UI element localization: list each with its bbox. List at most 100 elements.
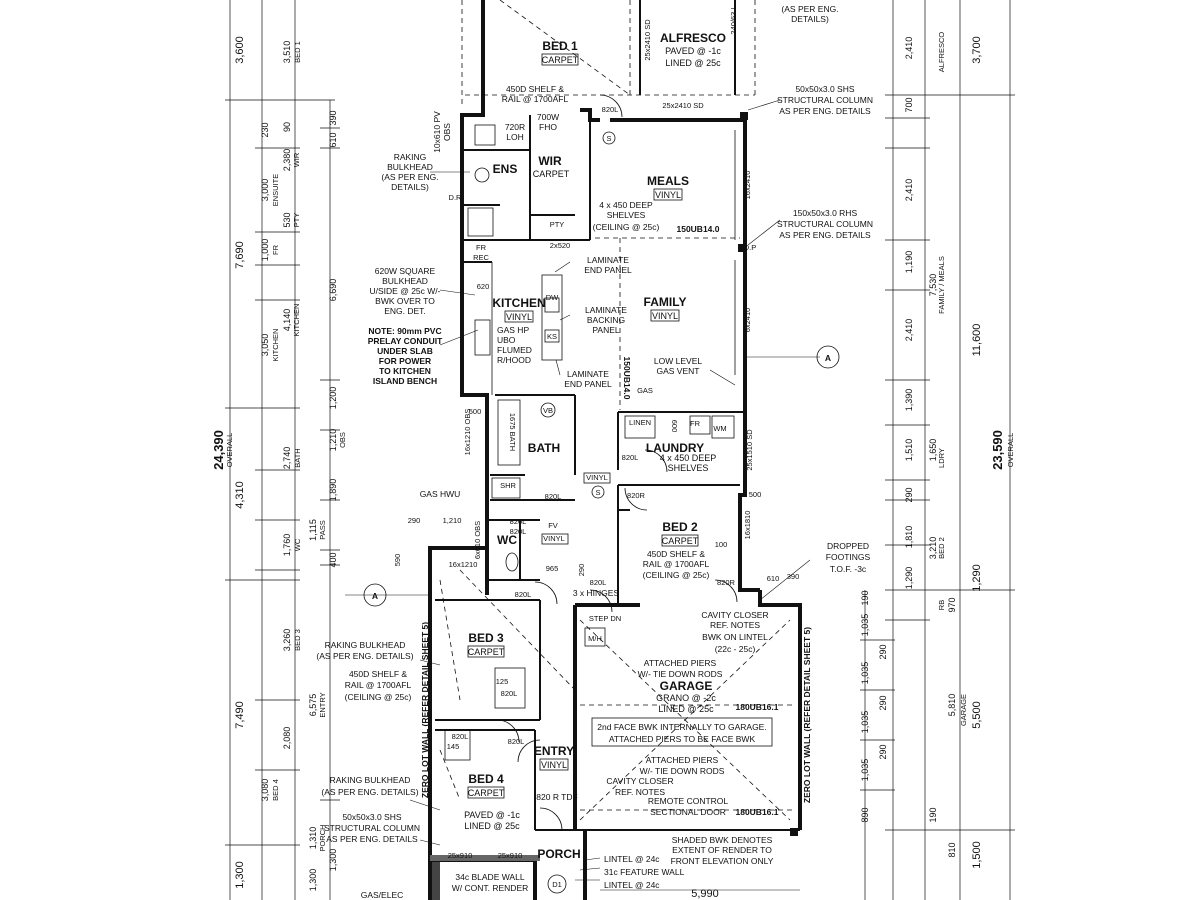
door-6: 820L bbox=[510, 527, 527, 536]
door-7: 820L bbox=[590, 578, 607, 587]
remote-l1: REMOTE CONTROL bbox=[648, 796, 729, 806]
left-inner-label-3: OBS bbox=[338, 432, 347, 448]
lam-end2-l2: END PANEL bbox=[564, 379, 612, 389]
fixture-fr-rec2: REC bbox=[473, 253, 489, 262]
door-3: 820L bbox=[545, 492, 562, 501]
left-inner-2: 2,380 bbox=[282, 149, 292, 172]
dim-965: 965 bbox=[546, 564, 559, 573]
section-a-left: A bbox=[372, 591, 378, 601]
right-inner-2: 1,035 bbox=[860, 614, 870, 637]
left-major-4: 1,300 bbox=[234, 861, 246, 889]
dim-590: 590 bbox=[393, 554, 402, 567]
right-mid-1: 700 bbox=[904, 97, 914, 112]
lam-end1-l1: LAMINATE bbox=[587, 255, 629, 265]
low-gas-l1: LOW LEVEL bbox=[654, 356, 702, 366]
left-inner-15: 1,300 bbox=[328, 849, 338, 872]
left-mid-label-7: BED 4 bbox=[271, 779, 280, 801]
left-dimension-chains: 24,390 OVERALL 3,600 7,690 4,310 7,490 1… bbox=[211, 0, 347, 900]
bed2-shelf-l1: 450D SHELF & bbox=[647, 549, 705, 559]
obs1-l2: OBS bbox=[442, 123, 452, 141]
zero-lot-left: ZERO LOT WALL (REFER DETAIL SHEET 5) bbox=[420, 622, 430, 798]
left-inner-7: 1,210 bbox=[328, 429, 338, 452]
lam-back-l1: LAMINATE bbox=[585, 305, 627, 315]
left-inner-1: 610 bbox=[328, 132, 338, 147]
building-walls bbox=[345, 0, 820, 900]
left-mid-6: 3,260 bbox=[282, 629, 292, 652]
right-mid-label-5: GARAGE bbox=[959, 694, 968, 726]
fixture-vb: VB bbox=[543, 406, 553, 415]
zero-lot-right: ZERO LOT WALL (REFER DETAIL SHEET 5) bbox=[802, 627, 812, 803]
room-kitchen-floor: VINYL bbox=[506, 312, 532, 322]
left-mid-9: 1,310 bbox=[308, 827, 318, 850]
cavity1-l3: BWK ON LINTEL bbox=[702, 632, 768, 642]
right-mid-label-3: BED 2 bbox=[937, 537, 946, 559]
col1-l2: STRUCTURAL COLUMN bbox=[777, 95, 873, 105]
left-mid-label-3: KITCHEN bbox=[271, 329, 280, 362]
top-right-l2: DETAILS) bbox=[791, 14, 829, 24]
left-inner-13: 230 bbox=[260, 122, 270, 137]
room-bed4-floor: CARPET bbox=[468, 788, 505, 798]
right-mid-7: 1,650 bbox=[928, 439, 938, 462]
fho2-l2: FHO bbox=[539, 122, 557, 132]
cavity1-l2: REF. NOTES bbox=[710, 620, 760, 630]
dim-610: 610 bbox=[767, 574, 780, 583]
beam1: 150UB14.0 bbox=[676, 224, 719, 234]
left-mid-10: 1,300 bbox=[308, 869, 318, 892]
win-alf3: 240/63 L bbox=[729, 5, 738, 34]
right-inner-4: 1,035 bbox=[860, 711, 870, 734]
room-garage-line2: LINED @ 25c bbox=[658, 704, 714, 714]
low-gas-l2: GAS VENT bbox=[657, 366, 700, 376]
fixture-step-dn: STEP DN bbox=[589, 614, 621, 623]
meals-shelves-l1: 4 x 450 DEEP bbox=[599, 200, 653, 210]
win-bed4b: 25x910 bbox=[498, 851, 523, 860]
left-inner-14: 90 bbox=[282, 122, 292, 132]
right-inner-6: 890 bbox=[860, 807, 870, 822]
right-mid-0: 2,410 bbox=[904, 37, 914, 60]
dim-500a: 500 bbox=[469, 407, 482, 416]
raking1-l4: DETAILS) bbox=[391, 182, 429, 192]
fixture-vinyl-wc: VINYL bbox=[543, 534, 565, 543]
gas-hp-l2: UBO bbox=[497, 335, 516, 345]
room-bed1-floor: CARPET bbox=[542, 55, 579, 65]
kit-note-l2: PRELAY CONDUIT bbox=[368, 336, 443, 346]
remote-l2: SECTIONAL DOOR bbox=[650, 807, 726, 817]
win-bed4a: 25x910 bbox=[448, 851, 473, 860]
col1-l1: 50x50x3.0 SHS bbox=[795, 84, 854, 94]
room-bed3-floor: CARPET bbox=[468, 647, 505, 657]
win-wc: 6x610 OBS bbox=[473, 521, 482, 559]
meals-shelves-l2: SHELVES bbox=[607, 210, 646, 220]
left-major-0: 3,600 bbox=[234, 36, 246, 64]
room-family-floor: VINYL bbox=[652, 311, 678, 321]
shelf1-l1: 450D SHELF & bbox=[506, 84, 564, 94]
win-bath: 16x1210 OBS bbox=[463, 409, 472, 456]
shaded-l2: EXTENT OF RENDER TO bbox=[672, 845, 772, 855]
right-mid-9: 1,810 bbox=[904, 526, 914, 549]
dim-1210: 1,210 bbox=[443, 516, 462, 525]
room-laundry-note1: 4 x 450 DEEP bbox=[660, 453, 717, 463]
left-mid-8: 3,080 bbox=[260, 779, 270, 802]
kit-note-l1: NOTE: 90mm PVC bbox=[368, 326, 441, 336]
left-inner-11: 6,575 bbox=[308, 694, 318, 717]
raking1-l1: RAKING bbox=[394, 152, 427, 162]
left-inner-label-2: KITCHEN bbox=[292, 304, 301, 337]
kit-note-l3: UNDER SLAB bbox=[377, 346, 433, 356]
dim-2x520: 2x520 bbox=[550, 241, 570, 250]
right-major-1: 11,600 bbox=[971, 324, 983, 357]
room-ens: ENS bbox=[493, 162, 518, 176]
right-mid-label-1: FAMILY / MEALS bbox=[937, 256, 946, 314]
col2-l2: STRUCTURAL COLUMN bbox=[777, 219, 873, 229]
room-bed2-floor: CARPET bbox=[662, 536, 699, 546]
left-mid-2: 1,000 bbox=[260, 239, 270, 262]
fixture-s2: S bbox=[595, 488, 600, 497]
room-garage-line1: GRANO @ -2c bbox=[656, 693, 716, 703]
dim-600: 600 bbox=[670, 420, 679, 433]
fixture-linen: LINEN bbox=[629, 418, 651, 427]
kit-bulkhead-l1: 620W SQUARE bbox=[375, 266, 436, 276]
room-wir: WIR bbox=[538, 154, 562, 168]
left-inner-10: 400 bbox=[328, 552, 338, 567]
door-145: 145 bbox=[447, 742, 460, 751]
raking2-l2: (AS PER ENG. DETAILS) bbox=[316, 651, 413, 661]
bed3-shelf-l3: (CEILING @ 25c) bbox=[345, 692, 412, 702]
overall-left-label: OVERALL bbox=[225, 433, 234, 468]
